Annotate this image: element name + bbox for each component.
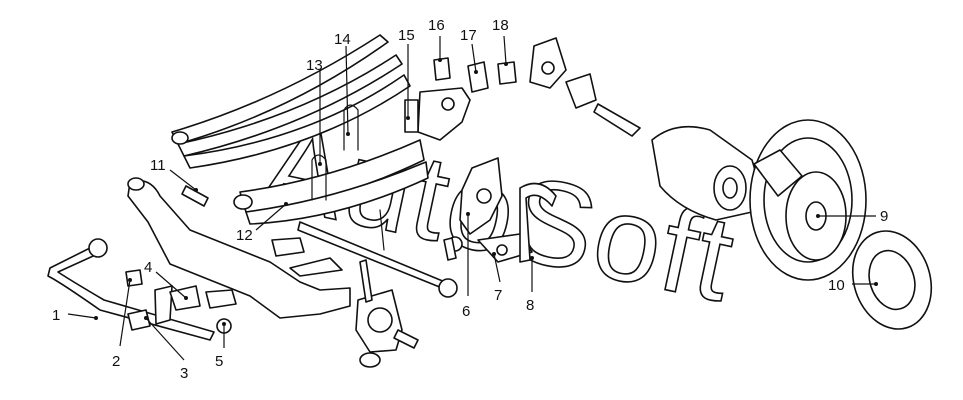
callout-number: 14 (334, 31, 351, 48)
callout-number: 4 (144, 259, 152, 276)
callout-number: 7 (494, 287, 502, 304)
spring-pins-and-bushings (181, 57, 517, 251)
brake-caliper (477, 233, 533, 263)
callout-11: 11 (150, 157, 198, 192)
leaf-spring (171, 34, 429, 225)
callout-number: 10 (828, 277, 845, 294)
callout-16: 16 (428, 17, 445, 62)
callout-8: 8 (526, 256, 534, 314)
stabilizer-bar (47, 238, 215, 341)
steering-arm (271, 237, 343, 277)
callout-number: 5 (215, 353, 223, 370)
front-axle-beam (127, 177, 351, 319)
u-bolt (311, 104, 359, 201)
wheel-hub (651, 125, 758, 221)
callout-number: 13 (306, 57, 323, 74)
callout-18: 18 (492, 17, 509, 66)
callout-number: 16 (428, 17, 445, 34)
callout-14: 14 (334, 31, 351, 136)
callout-7: 7 (492, 252, 502, 304)
callout-17: 17 (460, 27, 478, 74)
callout-6: 6 (462, 212, 470, 320)
callout-5: 5 (215, 322, 226, 370)
callout-number: 18 (492, 17, 509, 34)
callout-12: 12 (236, 202, 288, 244)
steering-lever (529, 37, 641, 137)
brake-shoe (519, 182, 557, 263)
callout-13: 13 (306, 57, 323, 166)
callout-number: 2 (112, 353, 120, 370)
callout-15: 15 (398, 27, 415, 120)
callout-4: 4 (144, 259, 188, 300)
spring-hanger-bracket (404, 87, 471, 141)
steering-knuckle (355, 259, 419, 368)
callout-number: 11 (150, 157, 166, 174)
callout-number: 8 (526, 297, 534, 314)
callout-1: 1 (52, 307, 98, 324)
callout-3: 3 (144, 316, 188, 382)
callout-number: 9 (880, 208, 888, 225)
callout-number: 1 (52, 307, 60, 324)
callout-number: 15 (398, 27, 415, 44)
wheel-flange (851, 230, 933, 330)
callout-number: 17 (460, 27, 477, 44)
stabilizer-links (125, 269, 237, 334)
callout-number: 3 (180, 365, 188, 382)
callout-number: 6 (462, 303, 470, 320)
callout-number: 12 (236, 227, 253, 244)
callout-9: 9 (816, 208, 888, 225)
callout-10: 10 (828, 277, 878, 294)
brake-anchor-plate (443, 157, 503, 261)
callout-2: 2 (112, 278, 132, 370)
brake-drum (749, 119, 867, 281)
